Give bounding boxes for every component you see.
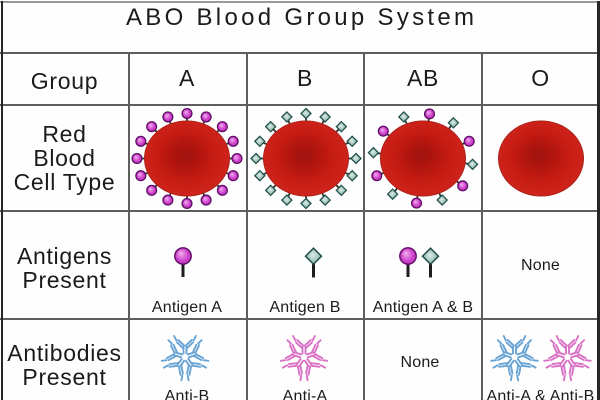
column-header-b: B: [296, 65, 314, 91]
row-label-group: Group: [30, 67, 99, 94]
grid-line-below-rbc: [0, 210, 600, 212]
column-header-a: A: [178, 65, 196, 91]
column-header-ab: AB: [406, 65, 440, 91]
red-blood-cell-ab: [367, 108, 479, 209]
antibody-caption-ab: None: [400, 354, 440, 371]
table-title: ABO Blood Group System: [125, 4, 478, 31]
antibody-caption-o: Anti-A & Anti-B: [486, 388, 595, 400]
antibody-icon-o: [489, 335, 592, 382]
grid-line-below-antigens: [0, 317, 600, 320]
antigen-caption-a: Antigen A: [151, 299, 223, 316]
antibody-caption-a: Anti-B: [164, 388, 210, 400]
red-blood-cell-a: [131, 107, 243, 210]
row-label-red-blood-cell-type: Red Blood Cell Type: [13, 120, 116, 195]
grid-line-below-group: [0, 103, 600, 106]
red-blood-cell-o: [497, 120, 584, 197]
grid-line-right-border: [597, 1, 600, 400]
grid-line-col3: [363, 51, 366, 400]
antibody-icon-b: [279, 335, 328, 382]
antigen-icon-b: [303, 247, 323, 278]
grid-line-left-border: [0, 1, 3, 400]
row-label-antigens-present: Antigens Present: [16, 242, 113, 293]
antigen-caption-o: None: [520, 257, 561, 274]
antigen-icon-ab: [399, 247, 440, 278]
antibody-caption-b: Anti-A: [282, 388, 328, 400]
row-label-antibodies-present: Antibodies Present: [7, 340, 122, 390]
grid-line-col4: [481, 51, 484, 400]
grid-line-col2: [245, 51, 248, 400]
grid-line-top: [0, 1, 600, 3]
antibody-icon-a: [160, 335, 210, 382]
grid-line-col1: [127, 51, 130, 400]
antigen-icon-a: [174, 247, 192, 277]
antigen-caption-ab: Antigen A & B: [372, 299, 474, 316]
column-header-o: O: [531, 65, 550, 91]
antigen-caption-b: Antigen B: [269, 299, 341, 316]
red-blood-cell-b: [249, 107, 362, 210]
grid-line-below-title: [0, 51, 600, 54]
